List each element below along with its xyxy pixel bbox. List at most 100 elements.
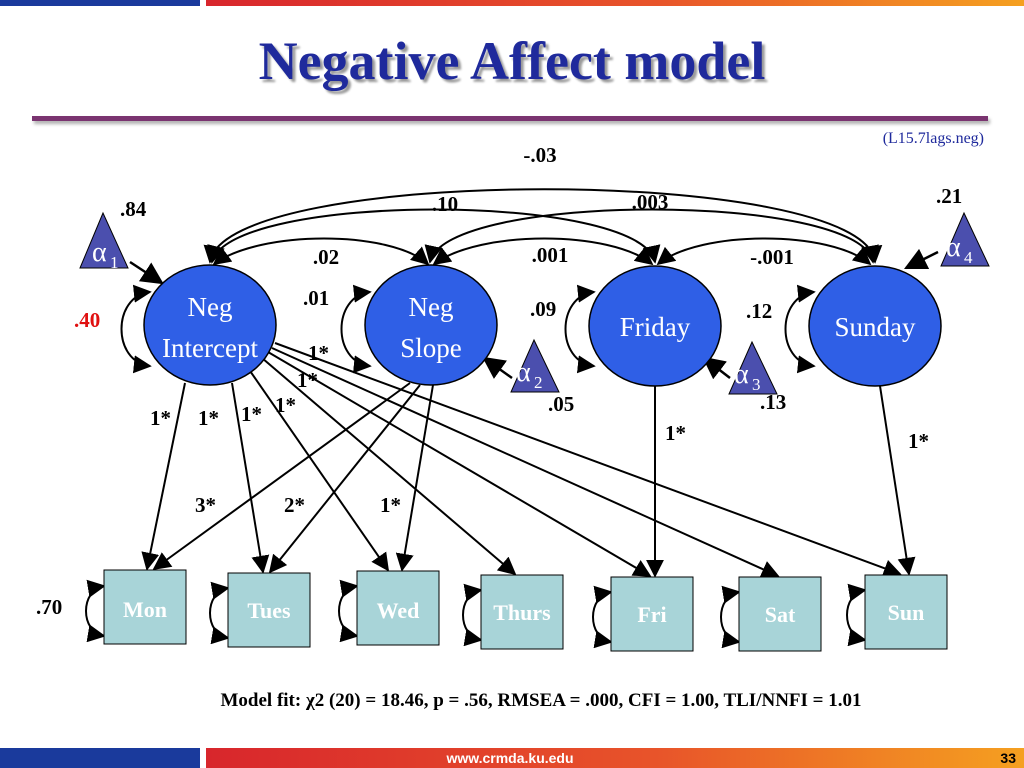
- indicator-label: Tues: [247, 598, 291, 623]
- top-accent-bar: [0, 0, 1024, 6]
- indicator-sat: Sat: [738, 576, 822, 652]
- covariance-label-intercept-friday: .10: [432, 192, 458, 216]
- covariance-arc-intercept-friday: [207, 208, 661, 264]
- indicator-label: Thurs: [493, 600, 551, 625]
- mean-path-a1: [129, 260, 164, 285]
- covariance-arc-slope-friday: [432, 237, 654, 266]
- alpha-symbol: α: [92, 237, 107, 268]
- loading-path-sunday-sun: [879, 385, 916, 576]
- latent-label: Neg: [409, 292, 454, 322]
- bottom-accent-bar: [0, 748, 1024, 768]
- indicator-tues: Tues: [227, 572, 311, 648]
- residual-loop-fri: [592, 585, 613, 649]
- latent-label: Friday: [620, 312, 691, 342]
- constant-triangle-a4: α 4: [940, 211, 990, 267]
- alpha-subscript: 3: [752, 375, 761, 394]
- variance-label-sunday: .12: [746, 299, 772, 323]
- covariance-label-intercept-slope: .02: [313, 245, 339, 269]
- indicator-thurs: Thurs: [480, 574, 564, 650]
- covariance-label-slope-sunday: .003: [632, 190, 669, 214]
- residual-label-mon: .70: [36, 595, 62, 619]
- top-bar-gradient-segment: [206, 0, 1024, 6]
- loading-label-intercept-thurs: 1*: [308, 341, 329, 365]
- variance-loop-sunday: [784, 284, 816, 374]
- loading-label-slope-wed: 1*: [380, 493, 401, 517]
- loading-label-intercept-mon: 1*: [150, 406, 171, 430]
- model-file-reference: (L15.7lags.neg): [882, 130, 984, 147]
- loading-path-slope-wed: [395, 384, 434, 572]
- alpha-subscript: 2: [534, 373, 543, 392]
- covariance-arc-intercept-slope: [212, 237, 430, 266]
- indicator-label: Mon: [123, 597, 167, 622]
- loading-path-intercept-tues: [231, 382, 270, 574]
- mean-path-a4: [903, 248, 939, 270]
- indicator-fri: Fri: [610, 576, 694, 652]
- loading-path-intercept-sat: [271, 347, 780, 578]
- covariance-label-intercept-sunday: -.03: [523, 143, 556, 167]
- loading-path-intercept-wed: [247, 367, 390, 572]
- residual-loop-thurs: [462, 583, 483, 647]
- covariance-arc-friday-sunday: [656, 237, 872, 266]
- residual-loop-wed: [338, 579, 359, 643]
- loading-path-slope-tues: [268, 384, 421, 574]
- constant-triangle-a1: α 1: [79, 211, 129, 272]
- covariance-arc-intercept-sunday: [203, 188, 883, 264]
- top-bar-blue-segment: [0, 0, 200, 6]
- latent-friday: Friday: [588, 265, 722, 387]
- residual-loop-sat: [720, 585, 741, 649]
- variance-loop-slope: [340, 284, 372, 374]
- loading-path-intercept-sun: [274, 342, 902, 577]
- indicator-label: Sun: [888, 600, 925, 625]
- alpha-subscript: 1: [110, 253, 119, 272]
- slide-title: Negative Affect model: [258, 31, 766, 91]
- latent-label: Intercept: [162, 333, 258, 363]
- covariance-arc-slope-sunday: [424, 208, 879, 264]
- indicator-mon: Mon: [103, 569, 187, 645]
- loading-path-intercept-thurs: [261, 357, 517, 576]
- loading-path-intercept-mon: [141, 382, 186, 571]
- loading-label-intercept-fri: 1*: [275, 393, 296, 417]
- title-underline: [32, 116, 988, 121]
- mean-path-a2: [482, 356, 513, 380]
- bottom-bar-blue-segment: [0, 748, 200, 768]
- latent-sunday: Sunday: [808, 265, 942, 387]
- residual-loop-mon: [85, 579, 106, 643]
- latent-label: Sunday: [835, 312, 917, 342]
- constant-triangle-a2: α 2: [510, 338, 560, 393]
- latent-neg-slope: Neg Slope: [364, 264, 498, 386]
- covariance-label-slope-friday: .001: [532, 243, 569, 267]
- indicator-label: Fri: [637, 602, 666, 627]
- loading-label-sunday-sun: 1*: [908, 429, 929, 453]
- alpha-symbol: α: [734, 359, 749, 390]
- latent-neg-intercept: Neg Intercept: [143, 264, 277, 386]
- indicator-sun: Sun: [864, 574, 948, 650]
- alpha-symbol: α: [516, 357, 531, 388]
- page-number: 33: [1000, 750, 1016, 766]
- model-fit-statistics: Model fit: χ2 (20) = 18.46, p = .56, RMS…: [220, 690, 862, 711]
- bottom-bar-gradient-segment: [206, 748, 1024, 768]
- variance-loop-intercept: [120, 284, 152, 374]
- alpha-symbol: α: [946, 232, 961, 263]
- latent-label: Slope: [400, 333, 462, 363]
- mean-label-a1: .84: [120, 197, 147, 221]
- alpha-subscript: 4: [964, 248, 973, 267]
- variance-label-slope: .01: [303, 286, 329, 310]
- indicator-label: Sat: [765, 602, 796, 627]
- variance-label-intercept: .40: [74, 308, 100, 332]
- covariance-label-friday-sunday: -.001: [750, 245, 794, 269]
- footer-url: www.crmda.ku.edu: [446, 750, 574, 766]
- mean-label-a4: .21: [936, 184, 962, 208]
- variance-label-friday: .09: [530, 297, 556, 321]
- indicator-label: Wed: [377, 598, 420, 623]
- loading-label-intercept-wed: 1*: [241, 402, 262, 426]
- loading-path-slope-mon: [152, 382, 411, 571]
- loading-label-slope-tues: 2*: [284, 493, 305, 517]
- loading-label-intercept-sat: 1*: [297, 368, 318, 392]
- latent-label: Neg: [188, 292, 233, 322]
- loading-label-intercept-tues: 1*: [198, 406, 219, 430]
- residual-loop-tues: [209, 581, 230, 645]
- loading-label-friday-fri: 1*: [665, 421, 686, 445]
- residual-loop-sun: [846, 583, 867, 647]
- mean-label-a3: .13: [760, 390, 786, 414]
